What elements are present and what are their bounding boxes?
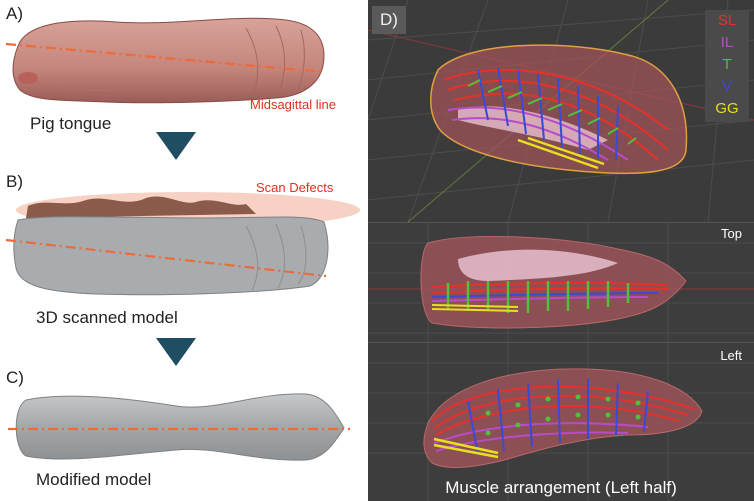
midsagittal-line-a — [5, 42, 325, 74]
pig-tongue-photo — [5, 17, 325, 104]
panel-c-caption: Modified model — [36, 470, 152, 489]
perspective-view — [368, 0, 754, 223]
panel-d-caption: Muscle arrangement (Left half) — [445, 478, 677, 497]
panel-a-caption: Pig tongue — [30, 114, 112, 133]
muscle-viewport-panel: D) SL IL T V GG — [368, 0, 754, 501]
legend-t: T — [722, 56, 732, 73]
legend-v: V — [721, 78, 732, 95]
arrow-down-icon — [156, 132, 196, 160]
top-view-drawing — [368, 223, 754, 343]
modified-tongue-model — [8, 393, 350, 461]
legend-sl: SL — [717, 12, 737, 29]
scan-defects-label: Scan Defects — [256, 180, 334, 195]
left-view-label: Left — [720, 348, 742, 363]
left-view — [368, 342, 754, 501]
legend-gg: GG — [715, 100, 739, 117]
midsagittal-line-label: Midsagittal line — [250, 97, 336, 112]
arrow-down-icon — [156, 338, 196, 366]
left-view-drawing — [368, 343, 754, 501]
legend-il: IL — [720, 34, 734, 51]
panel-b-caption: 3D scanned model — [36, 308, 178, 327]
top-view — [368, 222, 754, 343]
tongue-shell-perspective — [430, 44, 688, 175]
top-view-label: Top — [721, 226, 742, 241]
scanned-tongue-model — [5, 192, 360, 296]
panel-c-letter: C) — [6, 368, 24, 387]
perspective-grid — [368, 0, 754, 223]
panel-d-letter: D) — [372, 6, 406, 34]
midsagittal-line-b — [5, 238, 327, 278]
panel-a-letter: A) — [6, 4, 23, 23]
muscle-legend: SL IL T V GG — [705, 10, 749, 122]
panel-b-letter: B) — [6, 172, 23, 191]
